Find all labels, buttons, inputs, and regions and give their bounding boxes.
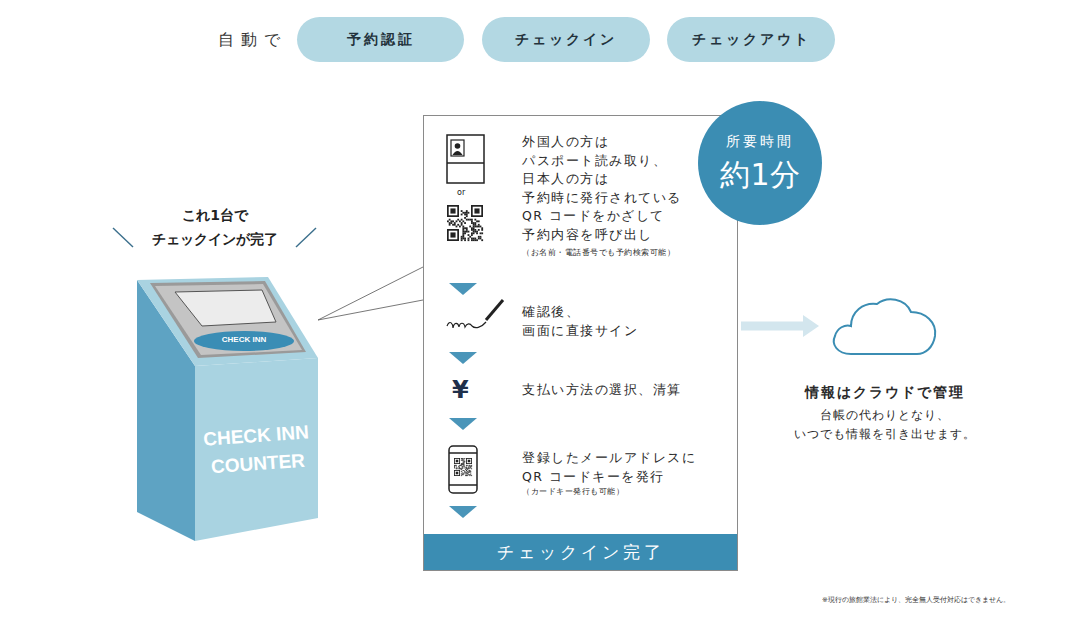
step-text: 登録したメールアドレスに QR コードキーを発行 — [522, 449, 694, 486]
kiosk-caption: これ1台で チェックインが完了 — [140, 203, 290, 251]
pill-label: チェックアウト — [692, 31, 811, 49]
step-note: （お名前・電話番号でも予約検索可能） — [522, 247, 675, 258]
step-arrow — [449, 283, 477, 518]
kiosk-front-label: CHECK INN COUNTER — [194, 418, 320, 482]
qr-code-icon — [454, 458, 472, 476]
phone-icon — [449, 446, 477, 493]
cloud-heading: 情報はクラウドで管理 — [780, 384, 990, 402]
circle-value: 約1分 — [698, 155, 822, 196]
circle-heading: 所要時間 — [698, 133, 822, 151]
slash-mark — [113, 228, 133, 247]
slash-mark — [296, 228, 316, 247]
or-label: or — [457, 188, 465, 197]
band-label: チェックイン完了 — [497, 541, 665, 564]
callout-line — [318, 267, 423, 320]
pill-label: 予約認証 — [347, 31, 415, 49]
feature-pill: チェックイン — [482, 17, 650, 62]
pill-label: チェックイン — [515, 31, 617, 49]
step-text: 支払い方法の選択、清算 — [522, 381, 694, 400]
yen-symbol: ¥ — [452, 376, 469, 404]
footnote: ※現行の旅館業法により、完全無人受付対応はできません。 — [822, 595, 1010, 605]
step-text: 確認後、画面に直接サイン — [522, 303, 694, 340]
flow-arrow — [741, 315, 819, 337]
steps-panel: 外国人の方は パスポート読み取り、 日本人の方は 予約時に発行されている QR … — [423, 115, 738, 571]
complete-band: チェックイン完了 — [424, 534, 737, 570]
qr-code-icon — [447, 205, 483, 241]
cloud-body: 台帳の代わりとなり、 いつでも情報を引き出せます。 — [785, 406, 985, 444]
feature-pill: チェックアウト — [667, 17, 835, 62]
kiosk-illustration — [137, 277, 318, 541]
callout-line — [318, 300, 423, 320]
cloud-shape — [829, 294, 941, 358]
time-circle: 所要時間約1分 — [698, 101, 822, 225]
passport-icon — [447, 135, 484, 183]
step-note: （カードキー発行も可能） — [522, 486, 624, 497]
signature-icon — [447, 300, 503, 328]
feature-pill: 予約認証 — [297, 17, 464, 62]
intro-label: 自動で — [218, 30, 287, 51]
cloud-node: 情報はクラウドで管理台帳の代わりとなり、 いつでも情報を引き出せます。 — [780, 294, 990, 454]
step-text: 外国人の方は パスポート読み取り、 日本人の方は 予約時に発行されている QR … — [522, 133, 694, 244]
kiosk-button-label: CHECK INN — [204, 335, 284, 344]
